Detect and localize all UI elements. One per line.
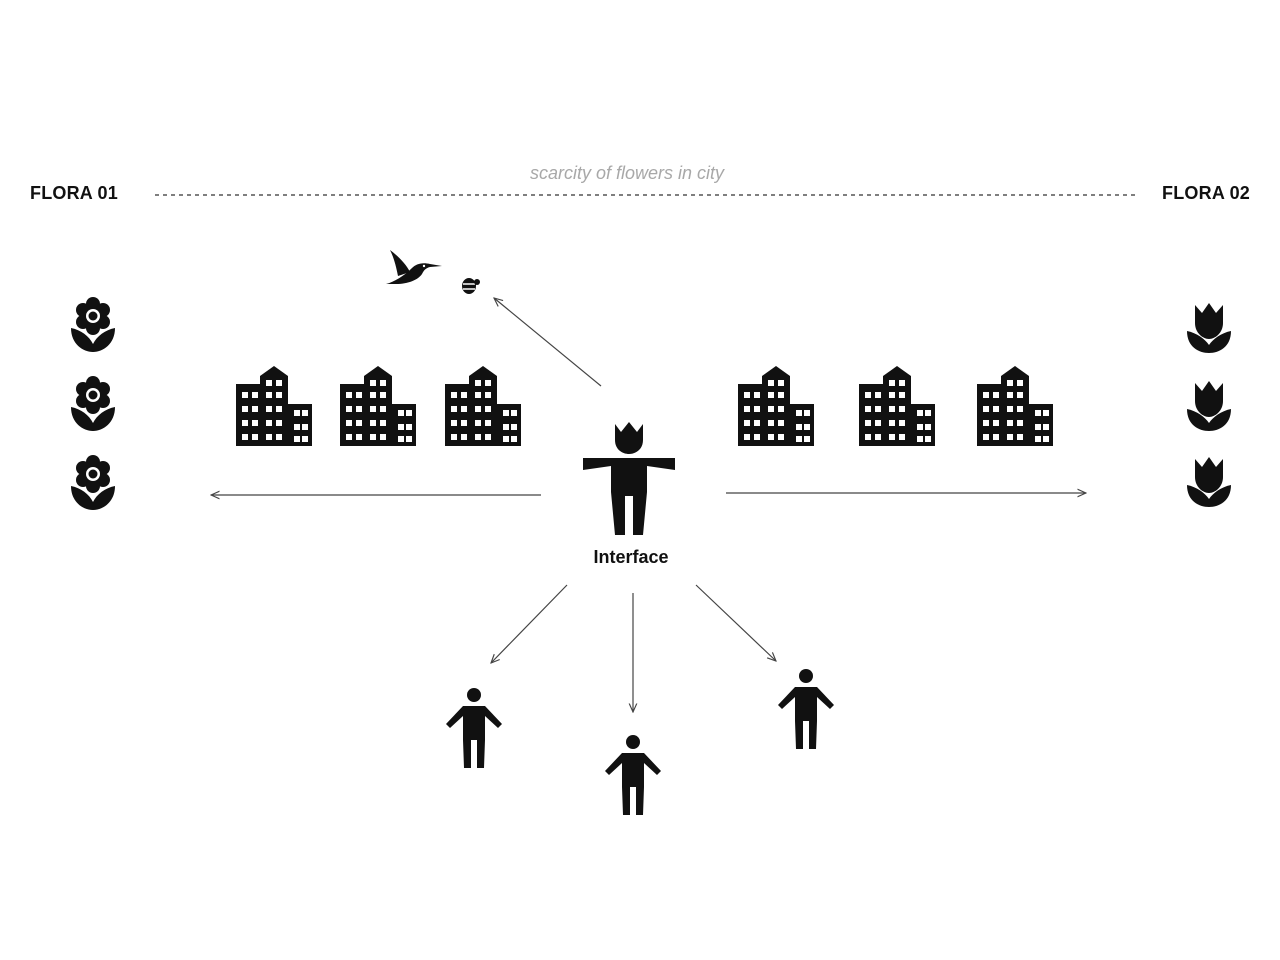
flower-icon [71,455,115,510]
tulip-icon [1187,381,1231,431]
arrow-to-pollinators [494,298,602,387]
arrow-to-person-right [695,584,776,661]
building-icon [738,366,814,446]
person-icon [605,735,661,815]
building-icon [340,366,416,446]
flora-02-label: FLORA 02 [1162,183,1250,203]
building-icon [445,366,521,446]
hummingbird-icon [386,250,442,284]
building-icon [977,366,1053,446]
tulip-head-person-icon [583,422,675,535]
person-icon [778,669,834,749]
tulip-icon [1187,303,1231,353]
flower-icon [71,297,115,352]
tulip-icon [1187,457,1231,507]
bee-icon [462,278,480,294]
subtitle: scarcity of flowers in city [529,163,725,183]
building-icon [859,366,935,446]
person-icon [446,688,502,768]
interface-label: Interface [593,547,669,567]
building-icon [236,366,312,446]
arrow-to-person-left [491,584,568,663]
flower-icon [71,376,115,431]
flora-01-label: FLORA 01 [30,183,118,203]
